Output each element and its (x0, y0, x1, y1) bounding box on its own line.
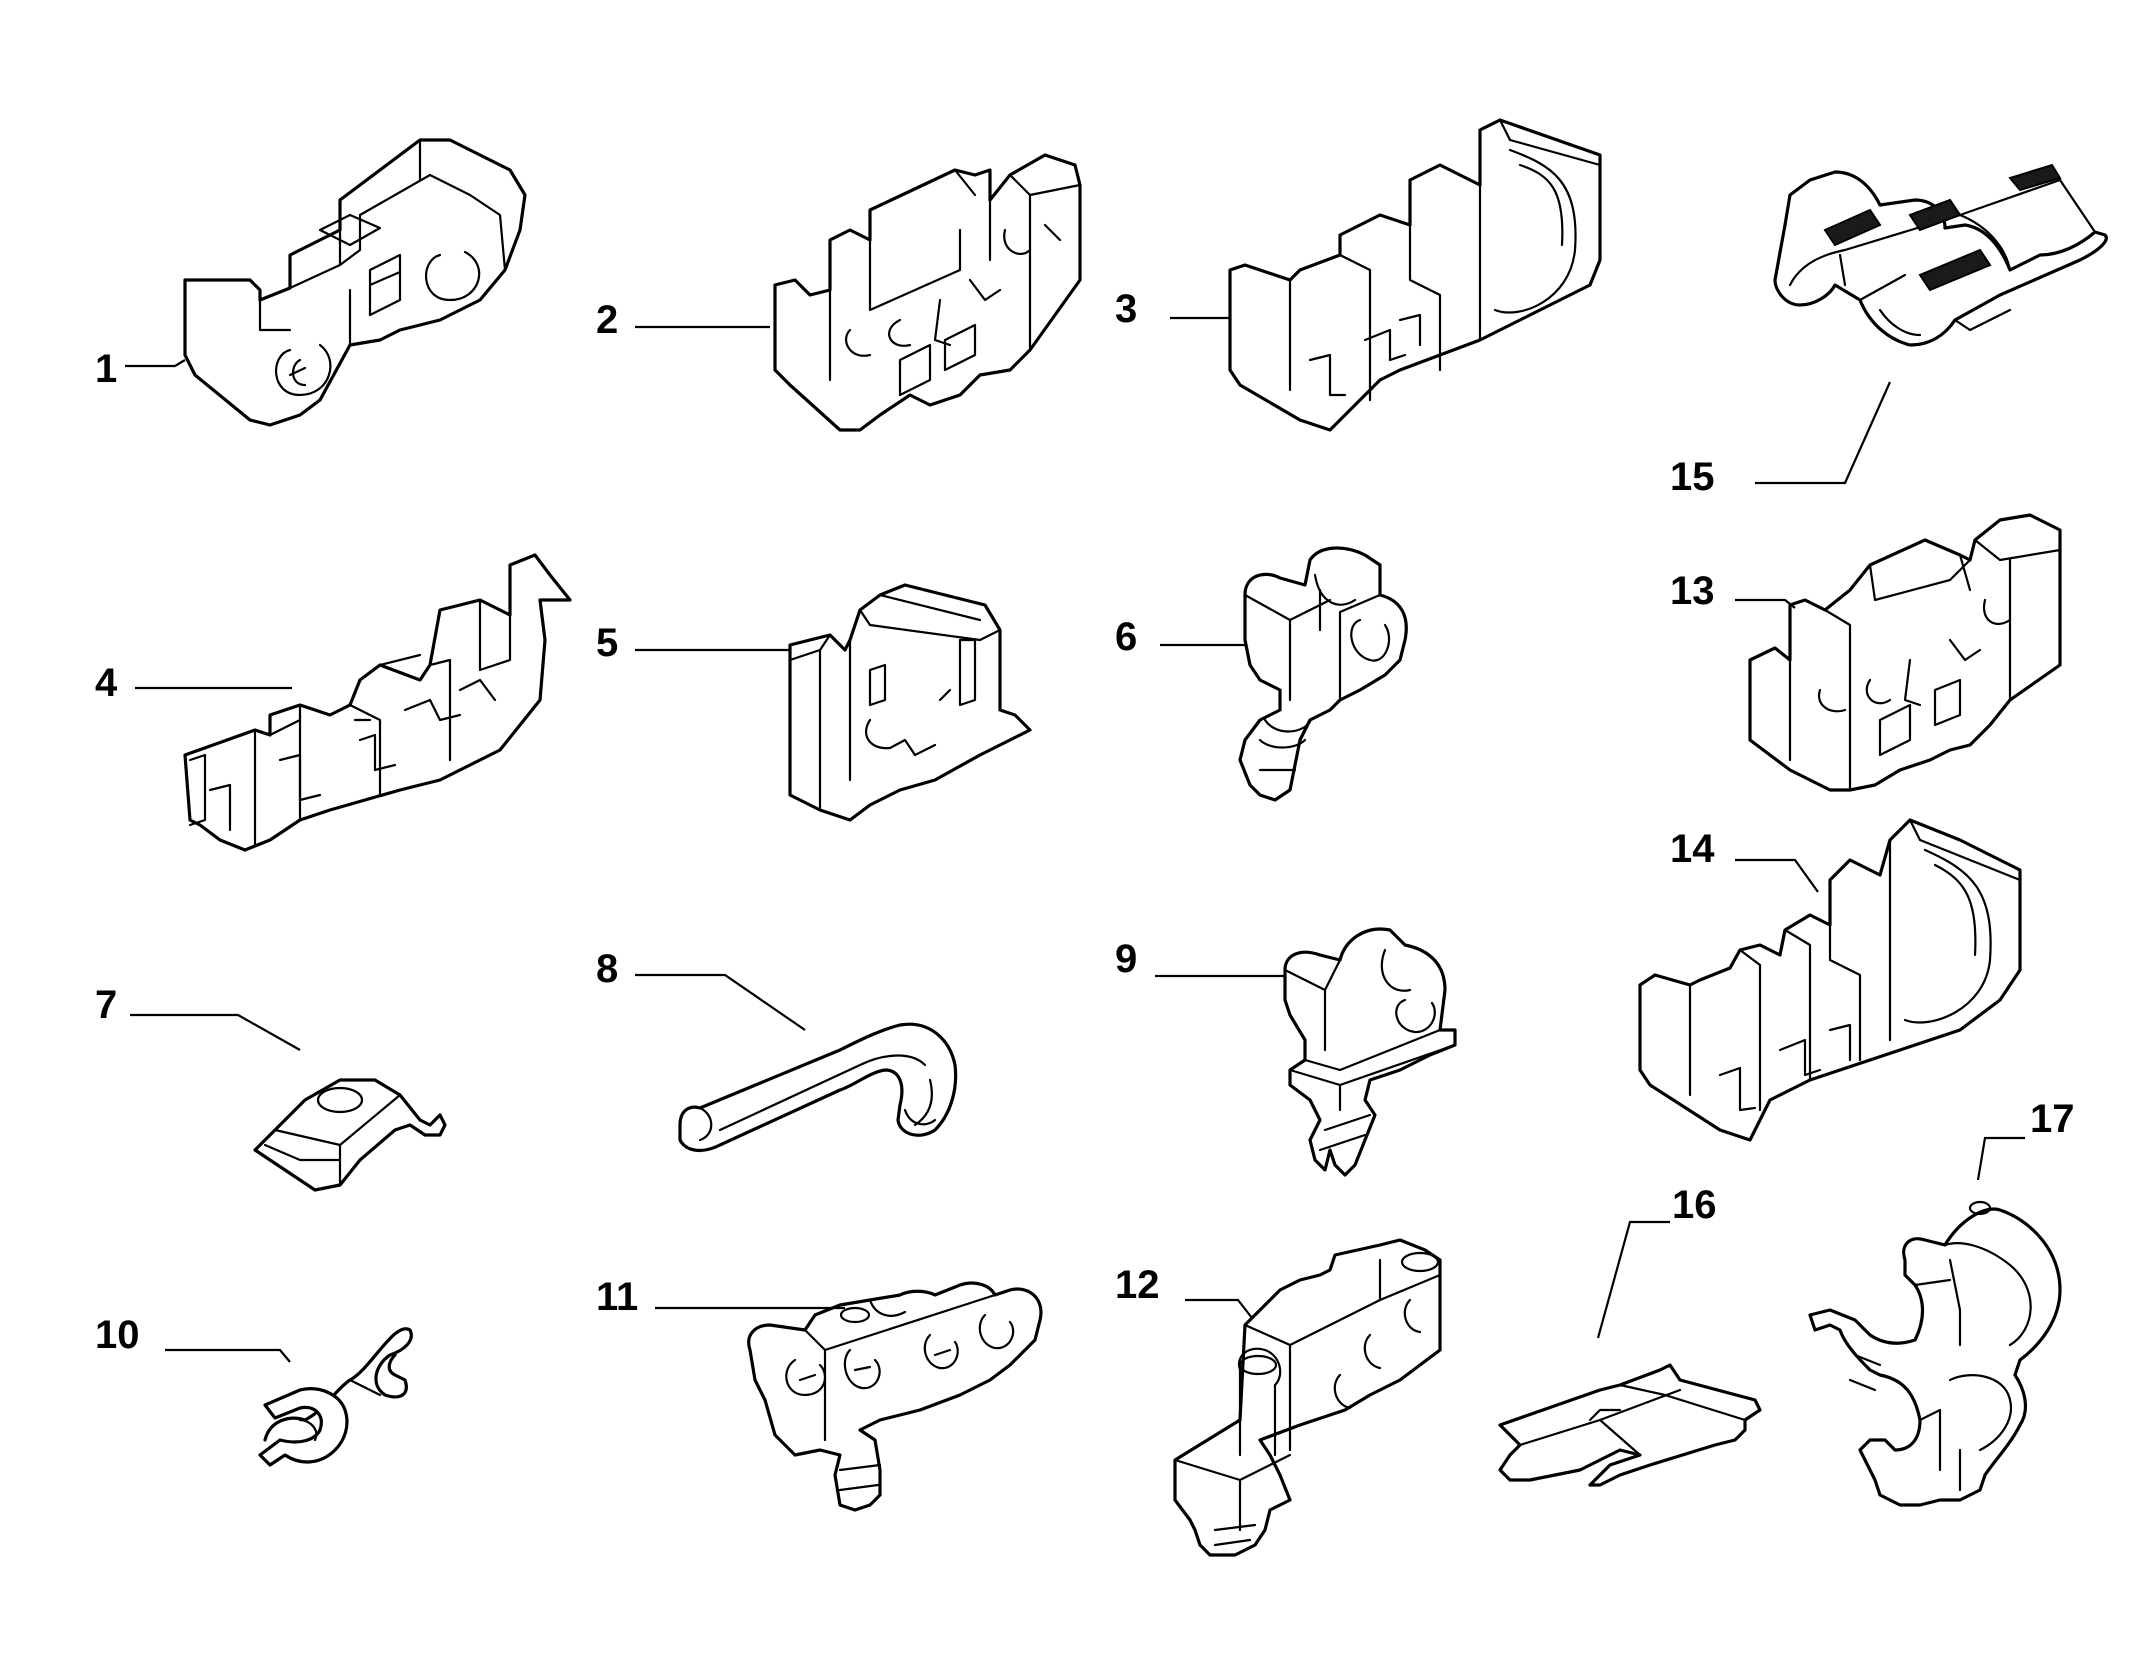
part-3-drawing (1228, 118, 1602, 432)
leader-8 (635, 973, 806, 1031)
part-2-drawing (773, 153, 1082, 432)
callout-7: 7 (95, 983, 117, 1027)
part-11-drawing (747, 1281, 1043, 1512)
callout-12: 12 (1115, 1263, 1160, 1307)
callout-13: 13 (1670, 569, 1715, 613)
callout-9: 9 (1115, 937, 1137, 981)
part-12-drawing (1173, 1238, 1442, 1557)
callout-5: 5 (596, 621, 618, 665)
callout-labels: 1 2 3 4 5 6 7 8 9 10 11 12 13 14 15 16 1… (95, 287, 2075, 1357)
part-14-drawing (1638, 818, 2022, 1142)
part-13-drawing (1748, 513, 2062, 792)
leader-16 (1596, 1220, 1670, 1339)
leader-10 (165, 1348, 291, 1363)
leader-15 (1755, 381, 1892, 485)
leader-lines (125, 316, 2025, 1363)
callout-2: 2 (596, 298, 618, 342)
part-7-drawing (253, 1078, 447, 1192)
leader-17 (1976, 1136, 2025, 1181)
callout-6: 6 (1115, 615, 1137, 659)
part-17-drawing (1808, 1200, 2062, 1507)
callout-3: 3 (1115, 287, 1137, 331)
part-16-drawing (1498, 1363, 1762, 1487)
leader-12 (1185, 1298, 1253, 1319)
callout-14: 14 (1670, 827, 1715, 871)
part-9-drawing (1283, 927, 1457, 1177)
callout-17: 17 (2030, 1097, 2075, 1141)
leader-7 (130, 1013, 301, 1051)
part-8-drawing (678, 1022, 958, 1153)
part-6-drawing (1238, 546, 1408, 802)
callout-16: 16 (1672, 1183, 1717, 1227)
callout-11: 11 (596, 1275, 638, 1319)
leader-1 (125, 359, 186, 368)
part-5-drawing (788, 583, 1032, 822)
callout-8: 8 (596, 947, 618, 991)
part-4-drawing (183, 553, 572, 852)
part-15-drawing (1773, 163, 2108, 347)
part-10-drawing (258, 1327, 413, 1467)
callout-15: 15 (1670, 455, 1715, 499)
leader-14 (1735, 858, 1819, 893)
callout-1: 1 (95, 347, 117, 391)
part-1-drawing (183, 138, 527, 427)
callout-4: 4 (95, 661, 118, 705)
leader-13 (1735, 598, 1796, 609)
callout-10: 10 (95, 1313, 140, 1357)
